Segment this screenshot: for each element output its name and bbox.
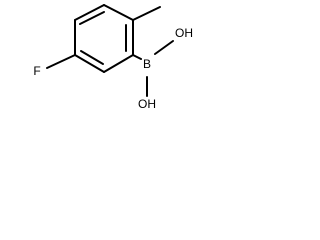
ring-bond-bottom-left-inner	[80, 50, 104, 65]
ring-bond-bottom-right	[103, 54, 134, 73]
chemical-structure-diagram: F B OH OH	[33, 4, 193, 111]
boron-label: B	[143, 57, 151, 71]
ring-bond-top-inner	[79, 11, 105, 25]
hydroxyl-bottom-label: OH	[138, 97, 156, 111]
fluorine-label: F	[33, 64, 40, 78]
methyl-bond	[132, 6, 161, 21]
boron-bond	[132, 54, 142, 60]
fluoro-bond	[46, 54, 76, 69]
structure-canvas: F B OH OH	[0, 0, 198, 132]
ring-bond-top	[74, 4, 105, 21]
boron-oh-top-bond	[154, 40, 174, 55]
hydroxyl-top-label: OH	[175, 26, 193, 40]
ring-bond-bottom-left	[74, 54, 105, 73]
ring-bond-right-upper	[103, 4, 134, 21]
